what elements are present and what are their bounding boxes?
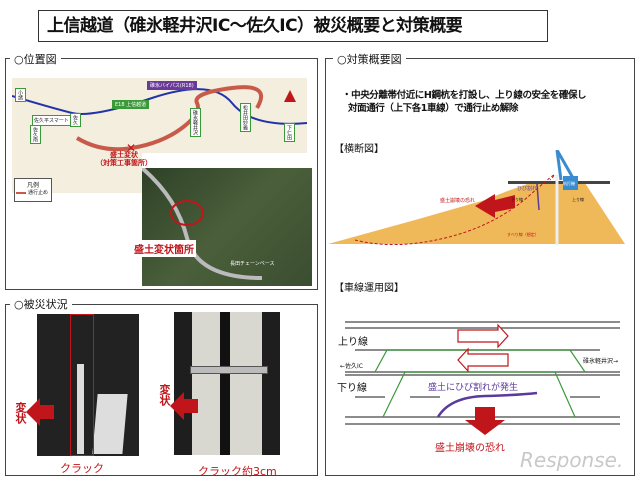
road-surface bbox=[508, 181, 610, 184]
crack-highlight bbox=[70, 314, 94, 456]
cross-section-heading: 【横断図】 bbox=[334, 144, 384, 155]
lane-down-label: 下り線 bbox=[337, 383, 367, 394]
ic-label: 佐久南 bbox=[30, 125, 41, 144]
ic-label: 下仁田 bbox=[284, 123, 295, 142]
cross-section-diagram bbox=[328, 150, 625, 245]
lane-up-label: 上り線 bbox=[338, 337, 368, 348]
slip-line bbox=[354, 174, 555, 245]
ic-label: 松井田妙義 bbox=[240, 103, 251, 132]
lane-crack-label: 盛土にひび割れが発生 bbox=[428, 383, 519, 393]
deform-label: 変状 bbox=[14, 402, 27, 424]
pile-driver-icon bbox=[563, 176, 578, 190]
damage-panel bbox=[5, 304, 318, 476]
ic-label: 小諸 bbox=[15, 88, 26, 102]
map-legend: 凡例 通行止め bbox=[14, 178, 52, 202]
crack-line bbox=[436, 391, 538, 418]
photo-sublabel: 長田チェーンベース bbox=[230, 261, 275, 267]
north-arrow-icon bbox=[284, 90, 296, 102]
crack-photo-1 bbox=[37, 314, 139, 456]
measures-panel bbox=[325, 58, 635, 476]
up-lane-shift bbox=[374, 349, 586, 373]
aerial-photo: 盛土変状箇所 長田チェーンベース bbox=[132, 166, 312, 286]
legend-item: 通行止め bbox=[28, 190, 49, 196]
up-arrow-icon bbox=[457, 323, 509, 349]
deform-arrow-shaft-2 bbox=[184, 399, 198, 413]
damage-x-icon: ✕ bbox=[126, 141, 136, 153]
bypass-label: 碓氷バイパス(R18) bbox=[147, 81, 197, 90]
collapse-arrow-icon bbox=[475, 194, 515, 218]
measures-heading: ○対策概要図 bbox=[333, 51, 406, 67]
ic-label: 佐久 bbox=[70, 113, 81, 127]
photo1-caption: クラック bbox=[60, 462, 104, 475]
cs-crack-label: ひび割れ bbox=[517, 186, 538, 192]
damage-label: 盛土変状（対策工事箇所） bbox=[96, 151, 152, 167]
lane-collapse-label: 盛土崩壊の恐れ bbox=[435, 443, 505, 454]
deform-arrow-icon-2 bbox=[170, 392, 184, 420]
highlight-circle bbox=[170, 200, 204, 226]
route-label: E18 上信越道 bbox=[112, 100, 150, 109]
photo-label: 盛土変状箇所 bbox=[132, 240, 196, 257]
down-lane-shift bbox=[382, 371, 576, 418]
measures-bullet: ・中央分離帯付近にH鋼杭を打設し、上り線の安全を確保し対面通行（上下各1車線）で… bbox=[342, 90, 587, 114]
legend-title: 凡例 bbox=[26, 182, 39, 189]
response-watermark: Response. bbox=[520, 448, 624, 472]
location-panel bbox=[5, 58, 318, 290]
photo2-caption: クラック約3cm bbox=[198, 465, 277, 478]
cs-slip-label: すべり線（想定） bbox=[507, 232, 539, 237]
closure-route bbox=[75, 85, 264, 152]
crack-mark bbox=[536, 183, 540, 211]
page-title: 上信越道（碓氷軽井沢IC～佐久IC）被災概要と対策概要 bbox=[38, 10, 548, 42]
cs-collapse-label: 盛土崩壊の恐れ bbox=[440, 198, 476, 204]
lane-diagram bbox=[345, 321, 620, 435]
damage-heading: ○被災状況 bbox=[10, 296, 72, 312]
location-map: ✕ E18 上信越道 碓氷バイパス(R18) 小諸 佐久平スマート 佐久 佐久南… bbox=[11, 78, 308, 155]
deform-arrow-shaft bbox=[40, 405, 54, 419]
deform-label-2: 変状 bbox=[158, 384, 171, 406]
ruler bbox=[190, 366, 268, 374]
lane-right-label: 碓氷軽井沢→ bbox=[583, 358, 619, 365]
ic-label: 碓氷軽井沢 bbox=[190, 108, 201, 137]
lane-left-label: ←佐久IC bbox=[340, 363, 363, 370]
cs-machine-label: 杭打機 bbox=[563, 181, 575, 186]
crack-photo-2 bbox=[174, 312, 280, 455]
down-arrow-icon bbox=[457, 347, 509, 373]
deform-arrow-icon bbox=[26, 398, 40, 426]
collapse-down-arrow-icon bbox=[465, 407, 505, 435]
cs-down-label: 下り線 bbox=[511, 197, 523, 202]
lane-heading: 【車線運用図】 bbox=[334, 283, 404, 294]
embankment bbox=[328, 183, 625, 244]
location-heading: ○位置図 bbox=[10, 51, 61, 67]
cs-up-label: 上り線 bbox=[572, 197, 584, 202]
